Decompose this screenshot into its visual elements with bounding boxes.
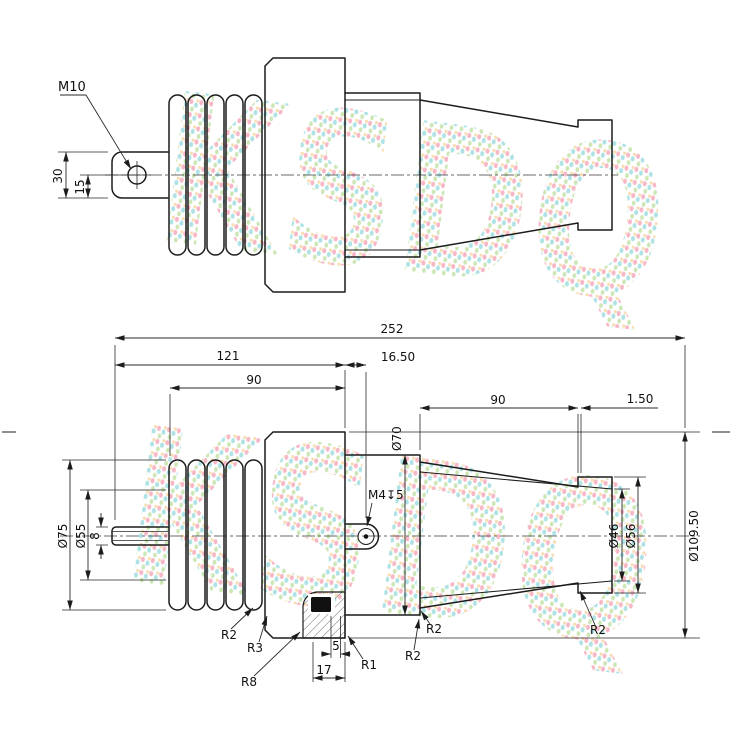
- r1-leader: [347, 635, 364, 660]
- dim-252-extensions: [114, 345, 686, 520]
- bellows-section-view: [168, 459, 263, 611]
- dim-dia109-value: Ø109.50: [687, 510, 701, 561]
- dim-dia70-value: Ø70: [390, 426, 404, 451]
- r2-cone-bottom-label: R2: [405, 649, 421, 663]
- dim-15: 15: [73, 174, 129, 198]
- r8-label: R8: [241, 675, 257, 689]
- dim-90r-value: 90: [490, 393, 505, 407]
- dim-dia109-extensions: [349, 431, 700, 639]
- seal-gasket: [311, 597, 331, 612]
- stud-outline: [111, 526, 169, 546]
- r3-leader: [258, 615, 268, 643]
- bellows-top-view: [168, 94, 263, 256]
- m4-boss: M4↧5: [344, 488, 404, 550]
- r2-end-leader: [579, 590, 596, 626]
- dim-90-right: 90: [419, 393, 582, 473]
- dim-5-value: 5: [332, 639, 340, 653]
- cone-outline-section: [419, 461, 613, 609]
- bore-inner-lines: [419, 471, 613, 599]
- m4-hole-circle: [357, 527, 375, 546]
- shed-outline: [244, 94, 263, 256]
- dim-17-value: 17: [316, 663, 331, 677]
- top-view: M10 30 15: [51, 57, 618, 293]
- shed-outline: [225, 94, 244, 256]
- body-section-outline: [344, 92, 421, 258]
- shed-outline: [168, 94, 187, 256]
- r2-cone-top-leader: [420, 610, 431, 625]
- dim-17: 17: [312, 642, 346, 682]
- shed-outline: [206, 94, 225, 256]
- dim-90l-value: 90: [246, 373, 261, 387]
- dim-5-extensions: [330, 616, 341, 658]
- dim-8-value: 8: [88, 532, 102, 540]
- dim-dia75-extensions: [62, 459, 166, 611]
- dim-252: 252: [114, 322, 686, 520]
- watermark-layer: KSDQ KSDQ: [112, 48, 682, 697]
- flange-outline-top-view: [264, 57, 346, 293]
- dim-16-50: 16.50: [345, 350, 415, 518]
- dim-dia46: Ø46: [607, 488, 630, 582]
- dim-30: 30: [51, 151, 108, 199]
- r2-cone-bottom-leader: [413, 618, 421, 651]
- body-chamfer-lines: [345, 99, 420, 251]
- dim-1-50: 1.50: [581, 392, 658, 411]
- groove-detail: [302, 591, 346, 639]
- m10-leader: [60, 94, 132, 170]
- shed-outline: [168, 459, 187, 611]
- r2-bellows-label: R2: [221, 628, 237, 642]
- shed-outline: [244, 459, 263, 611]
- dim-dia55: Ø55: [74, 489, 166, 581]
- r2-bellows-leader: [230, 607, 254, 630]
- stud-thread-lines: [112, 531, 168, 541]
- dim-dia75-value: Ø75: [56, 524, 70, 549]
- m4-hole-center: [363, 534, 369, 539]
- stud: [111, 526, 169, 546]
- m4-leader: [366, 502, 373, 527]
- body-section-outline-lower: [344, 454, 421, 616]
- r2-end-label: R2: [590, 623, 606, 637]
- dim-dia109-50: Ø109.50: [349, 431, 701, 639]
- dim-dia75: Ø75: [56, 459, 166, 611]
- dim-121-value: 121: [217, 349, 240, 363]
- r2-cone-top-label: R2: [426, 622, 442, 636]
- dim-m10: M10: [58, 80, 132, 170]
- dim-dia56: Ø56: [614, 476, 646, 594]
- dim-90-left: 90: [169, 373, 345, 456]
- dim-1-50-value: 1.50: [627, 392, 654, 406]
- shed-outline: [206, 459, 225, 611]
- r8-leader: [253, 631, 301, 677]
- cone-outline-top-view: [419, 99, 613, 251]
- dim-252-value: 252: [381, 322, 404, 336]
- dim-16-50-value: 16.50: [381, 350, 415, 364]
- dim-dia55-extensions: [80, 489, 166, 581]
- dim-dia56-value: Ø56: [624, 524, 638, 549]
- dim-8: 8: [88, 513, 108, 559]
- dim-15-value: 15: [73, 179, 87, 194]
- dim-dia70: Ø70: [390, 426, 408, 615]
- dim-dia46-value: Ø46: [607, 524, 621, 549]
- dim-30-value: 30: [51, 168, 65, 183]
- m4-label: M4↧5: [368, 488, 404, 502]
- section-view: M4↧5 252 121 16.50 90 90: [2, 322, 730, 689]
- dim-121: 121: [115, 349, 346, 428]
- radius-callouts: R2 R3 R8 R1 R2 R2 R2: [221, 590, 606, 689]
- shed-outline: [225, 459, 244, 611]
- m10-label: M10: [58, 80, 86, 95]
- r1-label: R1: [361, 658, 377, 672]
- r3-label: R3: [247, 641, 263, 655]
- shed-outline: [187, 459, 206, 611]
- dim-dia55-value: Ø55: [74, 524, 88, 549]
- dim-5: 5: [321, 616, 351, 658]
- shed-outline: [187, 94, 206, 256]
